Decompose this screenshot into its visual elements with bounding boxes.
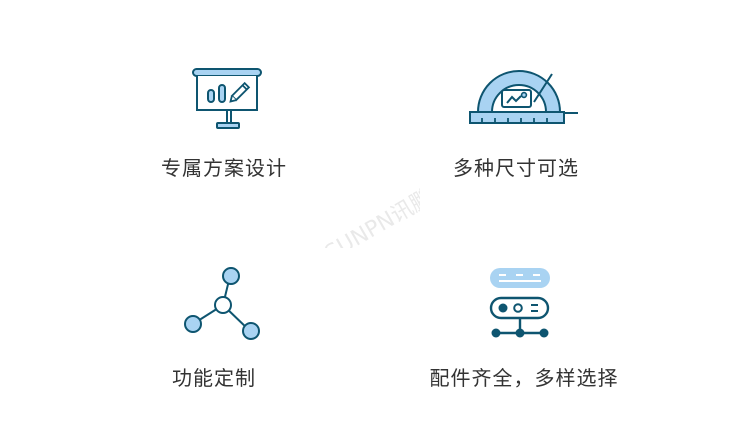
- feature-label: 功能定制: [172, 366, 256, 390]
- feature-label: 多种尺寸可选: [453, 156, 579, 180]
- protractor-ruler-icon: [469, 70, 578, 124]
- feature-label: 配件齐全，多样选择: [429, 366, 619, 390]
- presentation-board-icon: [192, 68, 262, 129]
- watermark-logo: SUNPN讯鹏: [321, 185, 420, 248]
- feature-label: 专属方案设计: [161, 156, 287, 180]
- watermark-text: SUNPN讯鹏: [321, 185, 420, 248]
- network-nodes-icon: [184, 267, 260, 340]
- server-hub-icon: [489, 268, 550, 338]
